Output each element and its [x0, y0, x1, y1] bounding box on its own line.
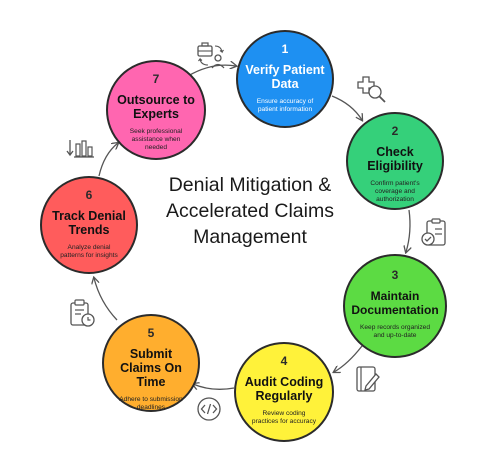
- step-number: 1: [281, 42, 289, 56]
- arrow-1-to-2: [331, 95, 362, 120]
- step-title: Submit Claims On Time: [120, 347, 182, 389]
- briefcase-person-icon: [197, 42, 225, 69]
- step-title: Track Denial Trends: [52, 209, 126, 237]
- step-description: Analyze denial patterns for insights: [60, 244, 118, 259]
- step-title: Check Eligibility: [367, 145, 423, 173]
- step-title: Verify Patient Data: [245, 63, 325, 91]
- step-5-submit-claims-on-time: 5 Submit Claims On Time Adhere to submis…: [102, 314, 200, 412]
- step-title: Audit Coding Regularly: [244, 375, 324, 403]
- step-6-track-denial-trends: 6 Track Denial Trends Analyze denial pat…: [40, 176, 138, 274]
- arrow-7-to-1: [187, 65, 236, 77]
- notebook-pen-icon: [356, 366, 380, 392]
- arrow-3-to-4: [334, 345, 363, 372]
- step-3-maintain-documentation: 3 Maintain Documentation Keep records or…: [343, 254, 447, 358]
- step-description: Adhere to submission deadlines: [119, 396, 183, 411]
- arrow-6-to-7: [98, 143, 118, 177]
- arrow-2-to-3: [406, 209, 410, 252]
- arrow-4-to-5: [193, 384, 235, 389]
- step-number: 2: [391, 124, 399, 138]
- diagram-title: Denial Mitigation & Accelerated Claims M…: [166, 174, 334, 248]
- step-1-verify-patient-data: 1 Verify Patient Data Ensure accuracy of…: [236, 30, 334, 128]
- bar-chart-down-icon: [66, 140, 94, 158]
- clipboard-check-icon: [421, 218, 446, 246]
- step-2-check-eligibility: 2 Check Eligibility Confirm patient's co…: [346, 112, 444, 210]
- step-number: 6: [85, 188, 93, 202]
- step-4-audit-coding-regularly: 4 Audit Coding Regularly Review coding p…: [234, 342, 334, 442]
- step-title: Outsource to Experts: [117, 93, 195, 121]
- step-number: 5: [147, 326, 155, 340]
- arrow-5-to-6: [94, 278, 118, 321]
- step-number: 4: [280, 354, 288, 368]
- step-description: Review coding practices for accuracy: [251, 410, 317, 425]
- step-description: Seek professional assistance when needed: [129, 128, 183, 151]
- step-number: 3: [391, 268, 399, 282]
- magnifier-plus-icon: [357, 76, 386, 103]
- step-description: Ensure accuracy of patient information: [256, 98, 314, 113]
- step-7-outsource-to-experts: 7 Outsource to Experts Seek professional…: [106, 60, 206, 160]
- step-description: Confirm patient's coverage and authoriza…: [370, 180, 420, 203]
- code-icon: [197, 397, 221, 421]
- document-clock-icon: [70, 299, 95, 327]
- step-number: 7: [152, 72, 160, 86]
- step-title: Maintain Documentation: [351, 289, 439, 317]
- step-description: Keep records organized and up-to-date: [359, 324, 430, 339]
